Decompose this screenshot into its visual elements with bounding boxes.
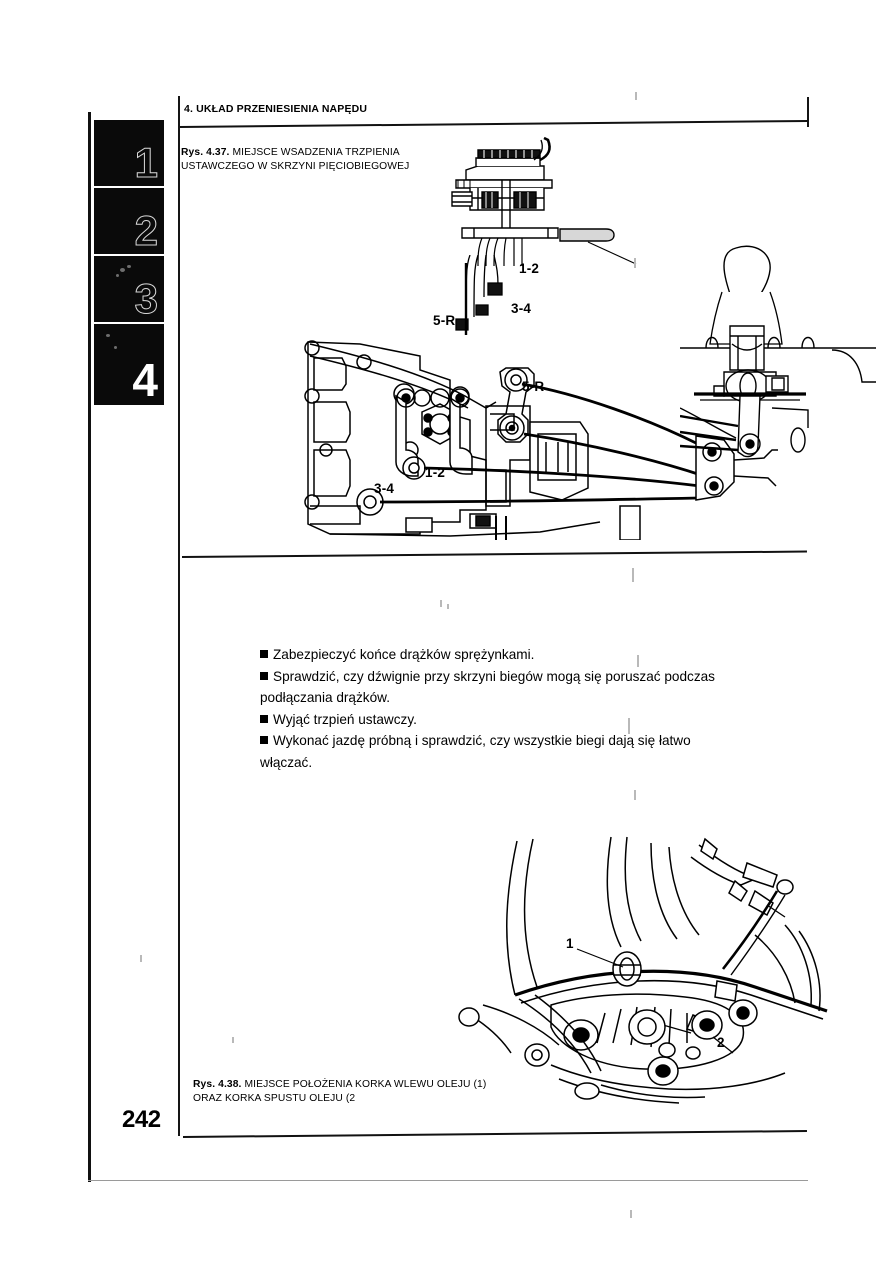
footer-divider [182, 1130, 807, 1138]
chapter-tab-1-label: 1 [134, 139, 158, 186]
content-left-border [178, 96, 180, 1136]
instruction-item-1-text: Zabezpieczyć końce drążków sprężynkami. [273, 647, 535, 662]
figure-4-37-label-body-3-4: 3-4 [374, 481, 395, 496]
figure-4-37-caption-lead: Rys. 4.37. [181, 147, 230, 158]
chapter-tab-stack: 1 2 3 4 [94, 120, 164, 405]
chapter-tab-3[interactable]: 3 [94, 256, 164, 322]
figure-4-37-caption: Rys. 4.37. MIEJSCE WSADZENIA TRZPIENIA U… [181, 146, 409, 173]
instruction-item-3-text: Wyjąć trzpień ustawczy. [273, 711, 417, 727]
instruction-item-1: Zabezpieczyć końce drążków sprężynkami. [260, 644, 743, 666]
scan-speck [106, 334, 110, 337]
chapter-tab-4[interactable]: 4 [94, 324, 164, 405]
figure-4-37-label-1-2: 1-2 [519, 261, 540, 276]
instruction-list: Zabezpieczyć końce drążków sprężynkami. … [260, 644, 743, 774]
scan-speck [630, 1210, 632, 1218]
running-head: 4. UKŁAD PRZENIESIENIA NAPĘDU [184, 103, 368, 115]
page-left-border [88, 112, 91, 1182]
figure-4-38-caption: Rys. 4.38. MIEJSCE POŁOŻENIA KORKA WLEWU… [193, 1078, 486, 1105]
scan-speck [635, 92, 637, 100]
figure-4-37-gearbox [300, 310, 800, 540]
scan-speck [232, 1037, 234, 1043]
instruction-item-2-cont: podłączania drążków. [260, 687, 743, 709]
instruction-item-4: Wykonać jazdę próbną i sprawdzić, czy ws… [260, 730, 743, 752]
bullet-square-icon [260, 714, 268, 723]
figure-4-37-shift-lever [680, 240, 893, 460]
bullet-square-icon [260, 736, 268, 745]
instruction-item-2-text-cont: podłączania drążków. [260, 690, 390, 706]
page-number: 242 [122, 1106, 161, 1133]
scan-speck [127, 265, 131, 268]
chapter-tab-2-label: 2 [134, 207, 158, 254]
chapter-tab-1[interactable]: 1 [94, 120, 164, 186]
figure-4-38-callout-2: 2 [717, 1035, 725, 1050]
scan-speck [116, 274, 119, 277]
instruction-item-2-text: Sprawdzić, czy dźwignie przy skrzyni bie… [273, 668, 715, 684]
figure-4-38-illustration [455, 835, 893, 1105]
content-right-border [807, 97, 809, 127]
scan-speck [632, 568, 634, 582]
chapter-tab-4-label: 4 [132, 354, 158, 406]
scan-speck [634, 790, 636, 800]
scan-speck [447, 604, 449, 609]
instruction-item-3: Wyjąć trzpień ustawczy. [260, 709, 743, 731]
figure-4-37-selector-detail [448, 136, 648, 266]
instruction-item-2: Sprawdzić, czy dźwignie przy skrzyni bie… [260, 666, 743, 688]
figure-4-37-label-5-r: 5-R [433, 313, 456, 328]
bullet-square-icon [260, 671, 268, 680]
bullet-square-icon [260, 650, 268, 658]
scan-speck [634, 258, 636, 268]
figure-4-37-label-3-4: 3-4 [511, 301, 532, 316]
scan-speck [120, 268, 125, 272]
instruction-item-4-cont: włączać. [260, 752, 743, 774]
instruction-item-4-text-cont: włączać. [260, 754, 313, 770]
scan-speck [628, 718, 630, 734]
chapter-tab-2[interactable]: 2 [94, 188, 164, 254]
chapter-tab-3-label: 3 [134, 275, 158, 322]
figure-4-38-callout-1: 1 [566, 936, 574, 951]
instruction-item-4-text: Wykonać jazdę próbną i sprawdzić, czy ws… [273, 733, 691, 749]
figure-4-38-caption-text: MIEJSCE POŁOŻENIA KORKA WLEWU OLEJU (1) … [193, 1079, 487, 1104]
scan-speck [140, 955, 142, 962]
figure-4-37-shift-rails [440, 255, 570, 335]
scan-speck [637, 655, 639, 667]
figure-4-37-label-body-1-2: 1-2 [425, 465, 446, 480]
header-divider [179, 119, 808, 128]
scan-speck [114, 346, 117, 349]
figure-text-divider [181, 550, 807, 558]
scan-edge-line [88, 1180, 808, 1181]
figure-4-38-caption-lead: Rys. 4.38. [193, 1079, 242, 1090]
figure-4-37-label-body-5-r: 5-R [522, 379, 545, 394]
figure-4-37-caption-text: MIEJSCE WSADZENIA TRZPIENIA USTAWCZEGO W… [181, 147, 410, 172]
scan-speck [440, 600, 442, 607]
